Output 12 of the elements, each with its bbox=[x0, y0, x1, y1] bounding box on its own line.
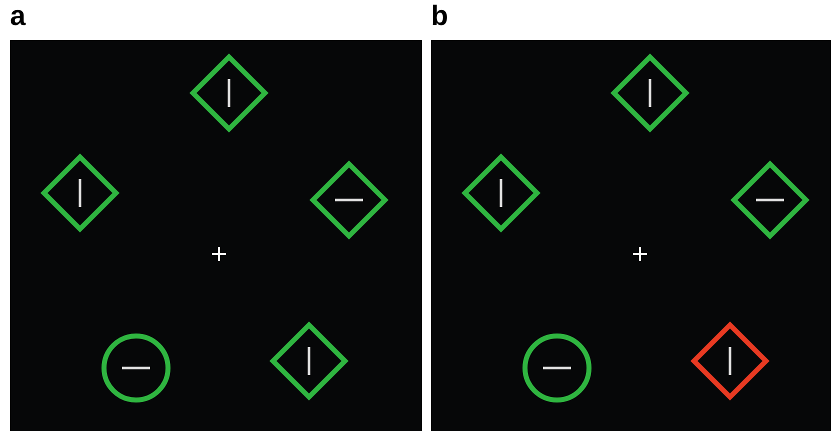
diamond-stimulus bbox=[270, 322, 348, 400]
panel-label: a bbox=[10, 0, 26, 32]
diamond-stimulus bbox=[611, 54, 689, 132]
circle-stimulus bbox=[522, 333, 592, 403]
diamond-stimulus bbox=[462, 154, 540, 232]
panel-label: b bbox=[431, 0, 448, 32]
diamond-stimulus bbox=[41, 154, 119, 232]
diamond-stimulus bbox=[731, 161, 809, 239]
diamond-stimulus bbox=[310, 161, 388, 239]
diamond-stimulus bbox=[691, 322, 769, 400]
diamond-stimulus bbox=[190, 54, 268, 132]
circle-stimulus bbox=[101, 333, 171, 403]
